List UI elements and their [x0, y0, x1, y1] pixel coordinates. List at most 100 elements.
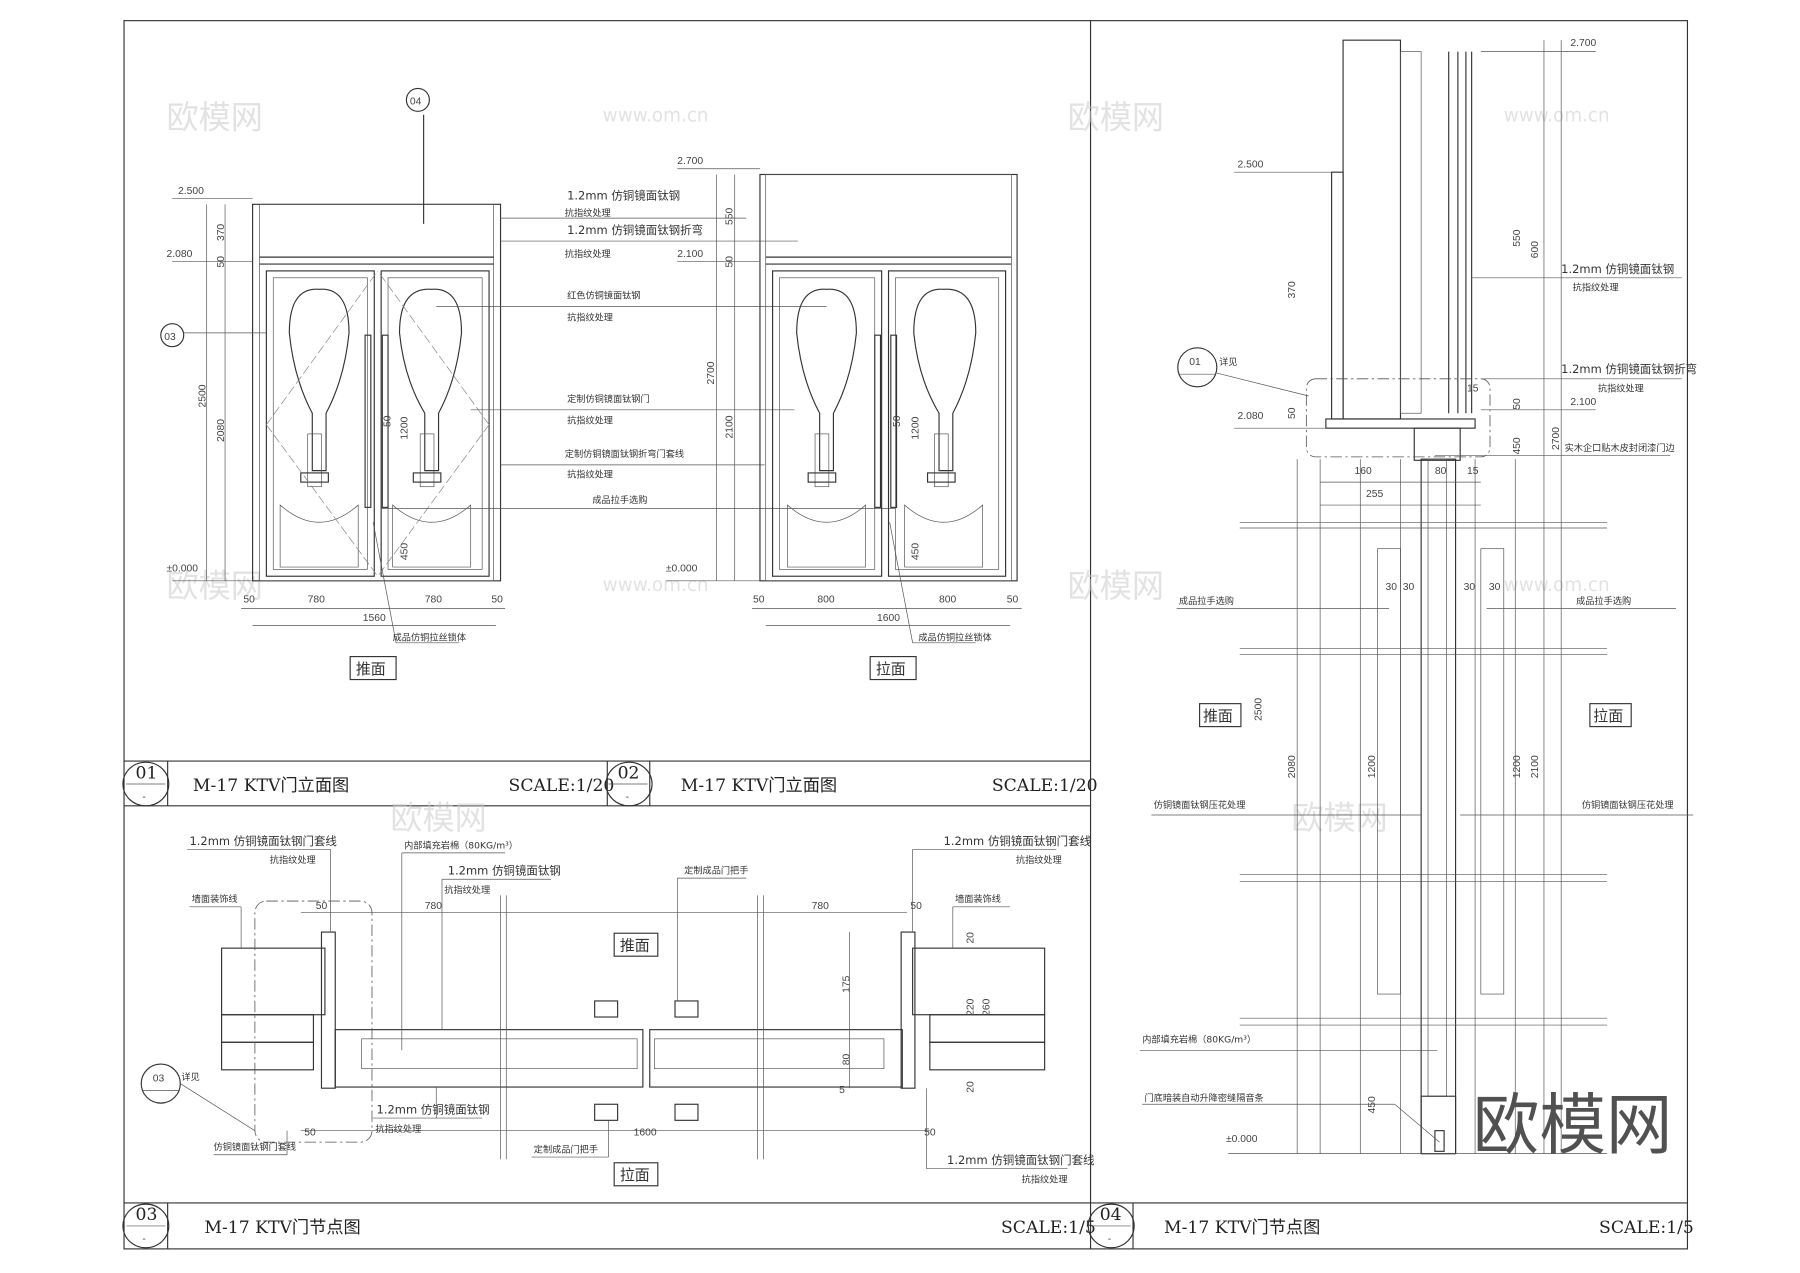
vertical-section: 2.700 2.500 2.100 2.080 ±0.000 550 600 3…: [1139, 38, 1697, 1155]
dim-text: 1600: [877, 613, 900, 624]
dim-text: 80: [1435, 466, 1447, 477]
dim-text: 50: [316, 901, 328, 912]
handle-block: [594, 1000, 619, 1018]
dim-text: 50: [924, 1127, 936, 1138]
drawing-number: 01: [136, 763, 158, 783]
detail-ref-01[interactable]: 01 详见: [1177, 347, 1309, 397]
plan-section: 50 780 780 50 175 20 220 260 80 5 20 50 …: [140, 834, 1095, 1187]
dim-text: 1560: [363, 613, 386, 624]
handle-note: 成品仿铜拉丝锁体: [393, 632, 466, 644]
pull-handle: [874, 334, 882, 508]
dim-text: 2500: [1254, 698, 1265, 721]
note: 抗指纹处理: [270, 854, 316, 866]
drawing-sub: -: [142, 1234, 145, 1245]
dim-text: 50: [491, 595, 503, 606]
title-bar-01: 01 - M-17 KTV门立面图 SCALE:1/20: [122, 761, 615, 807]
callout: 1.2mm 仿铜镜面钛钢: [567, 189, 680, 203]
dim-text: 1200: [400, 416, 411, 439]
level-mark: 2.100: [677, 249, 703, 260]
elevation-pull: 2.700 2.100 ±0.000 550 50 2700 2100 50 1…: [666, 156, 1022, 681]
drawing-scale: SCALE:1/20: [509, 776, 615, 796]
dim-text: 2100: [1530, 755, 1541, 778]
callout-sub: 抗指纹处理: [565, 248, 611, 260]
dim-text: 450: [400, 543, 411, 560]
watermark-url: www.om.cn: [1504, 575, 1610, 596]
dim-text: 2080: [1287, 755, 1298, 778]
drawing-scale: SCALE:1/20: [992, 776, 1098, 796]
dim-text: 1200: [1512, 755, 1523, 778]
level-mark: 2.700: [1570, 38, 1596, 49]
note: 1.2mm 仿铜镜面钛钢门套线: [947, 1153, 1095, 1167]
dim-text: 20: [965, 932, 976, 944]
dim-text: 50: [1287, 407, 1298, 419]
watermark-url: www.om.cn: [1504, 106, 1610, 127]
pull-handle: [890, 334, 898, 508]
dim-text: 2080: [216, 419, 227, 442]
dim-text: 255: [1366, 489, 1383, 500]
section-mark-03[interactable]: 03: [160, 323, 267, 348]
drawing-number: 02: [618, 763, 640, 783]
note: 仿铜镜面钛钢门套线: [214, 1141, 297, 1153]
dim-text: 50: [724, 256, 735, 268]
dim-text: 160: [1355, 466, 1372, 477]
dim-text: 20: [965, 1081, 976, 1093]
door-leaf-right: [380, 270, 490, 577]
note: 1.2mm 仿铜镜面钛钢: [448, 864, 561, 878]
level-mark: ±0.000: [666, 564, 698, 575]
watermark-logo: 欧模网: [167, 567, 263, 605]
face-label: 推面: [1203, 707, 1233, 725]
drop-seal: [1434, 1130, 1445, 1152]
dim-text: 450: [1512, 437, 1523, 454]
dim-text: 800: [817, 595, 834, 606]
dim-text: 2100: [724, 415, 735, 438]
elevation-callouts: 1.2mm 仿铜镜面钛钢 抗指纹处理 1.2mm 仿铜镜面钛钢折弯 抗指纹处理 …: [381, 189, 896, 509]
note: 1.2mm 仿铜镜面钛钢门套线: [189, 834, 337, 848]
face-label: 推面: [620, 936, 650, 954]
note: 内部填充岩棉（80KG/m³）: [404, 839, 518, 851]
section-mark-04[interactable]: 04: [405, 87, 430, 224]
level-mark: 2.080: [167, 249, 193, 260]
dim-text: 175: [841, 975, 852, 992]
dim-text: 30: [1489, 582, 1501, 593]
note: 抗指纹处理: [1016, 854, 1062, 866]
pull-handle: [381, 334, 389, 508]
face-label: 拉面: [620, 1166, 650, 1184]
callout-sub: 抗指纹处理: [565, 207, 611, 219]
callout: 成品拉手选购: [592, 494, 647, 506]
dim-text: 1200: [1367, 755, 1378, 778]
title-bar-04: 04 - M-17 KTV门节点图 SCALE:1/5: [1087, 1202, 1694, 1249]
detail-ref-03[interactable]: 03 详见: [140, 1063, 256, 1131]
drawing-title: M-17 KTV门节点图: [204, 1218, 360, 1238]
door-leaf-right: [887, 270, 1007, 577]
drawing-title: M-17 KTV门立面图: [193, 776, 349, 796]
note: 1.2mm 仿铜镜面钛钢门套线: [944, 834, 1092, 848]
detail-ref-number: 01: [1189, 357, 1201, 368]
level-mark: ±0.000: [167, 564, 199, 575]
dim-text: 370: [1287, 281, 1298, 298]
dim-text: 30: [1403, 582, 1415, 593]
level-mark: 2.500: [1237, 160, 1263, 171]
level-mark: 2.500: [178, 186, 204, 197]
callout: 定制仿铜镜面钛钢折弯门套线: [565, 448, 684, 460]
level-mark: 2.100: [1570, 397, 1596, 408]
watermarks: 欧模网 www.om.cn 欧模网 www.om.cn 欧模网 www.om.c…: [167, 99, 1673, 1164]
detail-ref-text: 详见: [181, 1071, 199, 1083]
handle-block: [594, 1103, 619, 1121]
section-mark-label: 04: [410, 96, 422, 107]
watermark-url: www.om.cn: [603, 106, 709, 127]
note: 门底暗装自动升降密缝隔音条: [1144, 1092, 1263, 1104]
watermark-logo: 欧模网: [1068, 567, 1164, 605]
dim-text: 780: [812, 901, 829, 912]
dim-text: 50: [1512, 398, 1523, 410]
note: 内部填充岩棉（80KG/m³）: [1142, 1033, 1256, 1045]
drawing-number: 04: [1100, 1205, 1122, 1225]
detail-ref-text: 详见: [1219, 356, 1237, 368]
face-label: 推面: [356, 660, 386, 678]
note: 墙面装饰线: [955, 893, 1001, 905]
drawing-number: 03: [136, 1205, 158, 1225]
door-leaf-left: [265, 270, 375, 577]
dim-text: 780: [425, 901, 442, 912]
callout: 1.2mm 仿铜镜面钛钢折弯: [567, 223, 703, 237]
dim-text: 550: [1512, 229, 1523, 246]
